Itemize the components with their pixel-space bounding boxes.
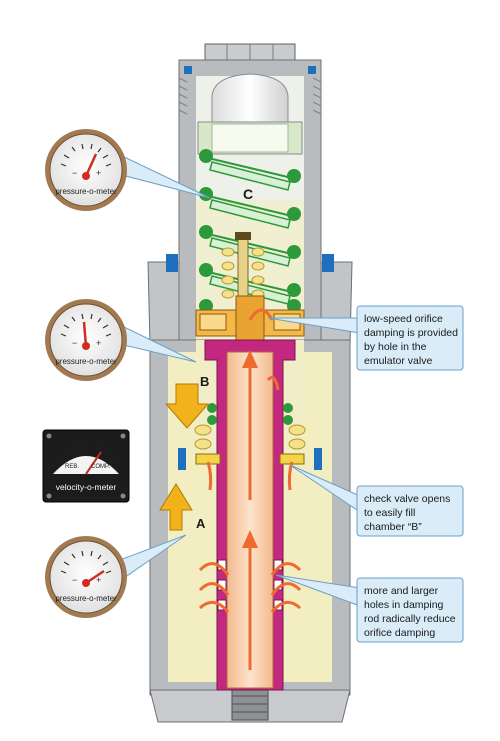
gauge-top-label: pressure-o-meter xyxy=(55,187,117,196)
pressure-gauge-bottom: − + pressure-o-meter xyxy=(45,536,127,618)
svg-text:+: + xyxy=(96,575,101,585)
svg-text:+: + xyxy=(96,168,101,178)
callout-low-speed-line-1: low-speed orifice xyxy=(364,313,443,325)
chamber-c-label: C xyxy=(243,186,253,202)
callout-holes-line-3: rod radically reduce xyxy=(364,613,456,625)
callout-holes: more and larger holes in damping rod rad… xyxy=(275,574,464,643)
top-nut xyxy=(204,43,296,63)
callout-low-speed-line-3: by hole in the xyxy=(364,341,427,353)
svg-text:−: − xyxy=(72,575,77,585)
callout-check-valve: check valve opens to easily fill chamber… xyxy=(289,464,464,537)
callout-check-valve-line-2: to easily fill xyxy=(364,507,415,519)
velocity-gauge: REB. COMP. velocity-o-meter xyxy=(42,429,130,503)
check-valve-springs xyxy=(194,403,306,465)
flow-arrows xyxy=(198,308,302,670)
emulator-valve xyxy=(195,295,305,341)
gauge-middle-label: pressure-o-meter xyxy=(55,357,117,366)
callout-holes-line-4: orifice damping xyxy=(364,627,435,639)
callout-low-speed: low-speed orifice damping is provided by… xyxy=(267,305,464,371)
gauge-pointers xyxy=(119,154,211,579)
callout-low-speed-line-4: emulator valve xyxy=(364,355,432,367)
chamber-a-label: A xyxy=(196,516,206,531)
svg-text:more and larger holes in: more and larger holes in damping rod rad… xyxy=(364,585,459,639)
velocity-comp-label: COMP. xyxy=(91,464,110,470)
velocity-reb-label: REB. xyxy=(65,464,79,470)
yellow-arrows xyxy=(159,383,210,531)
emulator-spring xyxy=(221,232,265,317)
pressure-gauge-top: − + pressure-o-meter xyxy=(45,129,127,211)
callout-check-valve-line-3: chamber “B” xyxy=(364,521,422,533)
svg-text:check valve opens to eas: check valve opens to easily fill chamber… xyxy=(364,493,453,533)
callout-check-valve-line-1: check valve opens xyxy=(364,493,450,505)
chamber-b-label: B xyxy=(200,374,209,389)
callout-holes-line-1: more and larger xyxy=(364,585,439,597)
gauge-bottom-label: pressure-o-meter xyxy=(55,594,117,603)
main-spring xyxy=(199,149,301,313)
svg-text:low-speed orifice dampin: low-speed orifice damping is provided by… xyxy=(364,313,461,367)
callout-low-speed-line-2: damping is provided xyxy=(364,327,458,339)
svg-text:−: − xyxy=(72,338,77,348)
svg-text:+: + xyxy=(96,338,101,348)
callout-holes-line-2: holes in damping xyxy=(364,599,444,611)
velocity-label: velocity-o-meter xyxy=(56,482,117,492)
svg-text:−: − xyxy=(72,168,77,178)
pressure-gauge-middle: − + pressure-o-meter xyxy=(45,299,127,381)
